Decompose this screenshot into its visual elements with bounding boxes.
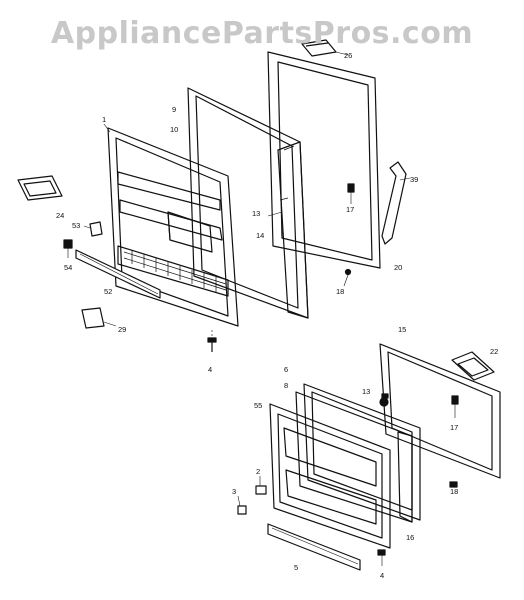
freezer-door-handle (451, 351, 495, 381)
callout-53: 53 (72, 221, 80, 230)
butter-tray (17, 175, 63, 201)
callout-20: 20 (394, 263, 402, 272)
freezer-breaker-strip (397, 431, 413, 523)
callout-55: 55 (254, 401, 262, 410)
callout-29: 29 (118, 325, 126, 334)
callout-17-upper: 17 (346, 205, 354, 214)
door-stop (81, 307, 117, 329)
callout-18-upper: 18 (336, 287, 344, 296)
callout-labels: 26 9 10 1 13 14 17 39 20 18 24 53 54 52 … (56, 51, 498, 580)
callout-22: 22 (490, 347, 498, 356)
callout-26: 26 (344, 51, 352, 60)
callout-4-lower: 4 (380, 571, 384, 580)
callout-13-lower: 13 (362, 387, 370, 396)
hinge-pin (343, 268, 352, 287)
callout-39: 39 (410, 175, 418, 184)
callout-24: 24 (56, 211, 64, 220)
callout-13: 13 (252, 209, 260, 218)
callout-15: 15 (398, 325, 406, 334)
callout-10: 10 (170, 125, 178, 134)
callout-14: 14 (256, 231, 264, 240)
callout-3: 3 (232, 487, 236, 496)
shelf-retainer-clip (63, 239, 73, 258)
freezer-shelf-bar (267, 523, 361, 571)
callout-1: 1 (102, 115, 106, 124)
callout-54: 54 (64, 263, 72, 272)
callout-16: 16 (406, 533, 414, 542)
screw (207, 330, 217, 352)
inner-door-liner (103, 123, 239, 327)
door-handle (381, 161, 411, 245)
shelf-bar (75, 249, 161, 299)
callout-8: 8 (284, 381, 288, 390)
callout-2: 2 (256, 467, 260, 476)
freezer-door-gasket (295, 383, 421, 523)
top-hinge-cap (301, 39, 349, 57)
freezer-inner-liner (269, 403, 391, 549)
hinge-bushing (347, 183, 355, 204)
butter-door-hinge (83, 221, 103, 237)
callout-9: 9 (172, 105, 176, 114)
callout-4-upper: 4 (208, 365, 212, 374)
breaker-strip (267, 141, 309, 319)
callout-18-lower: 18 (450, 487, 458, 496)
outer-door-panel (267, 51, 381, 269)
callout-5: 5 (294, 563, 298, 572)
callout-6: 6 (284, 365, 288, 374)
freezer-screws (377, 393, 458, 566)
freezer-hinge-parts (237, 476, 267, 515)
callout-52: 52 (104, 287, 112, 296)
callout-17-lower: 17 (450, 423, 458, 432)
